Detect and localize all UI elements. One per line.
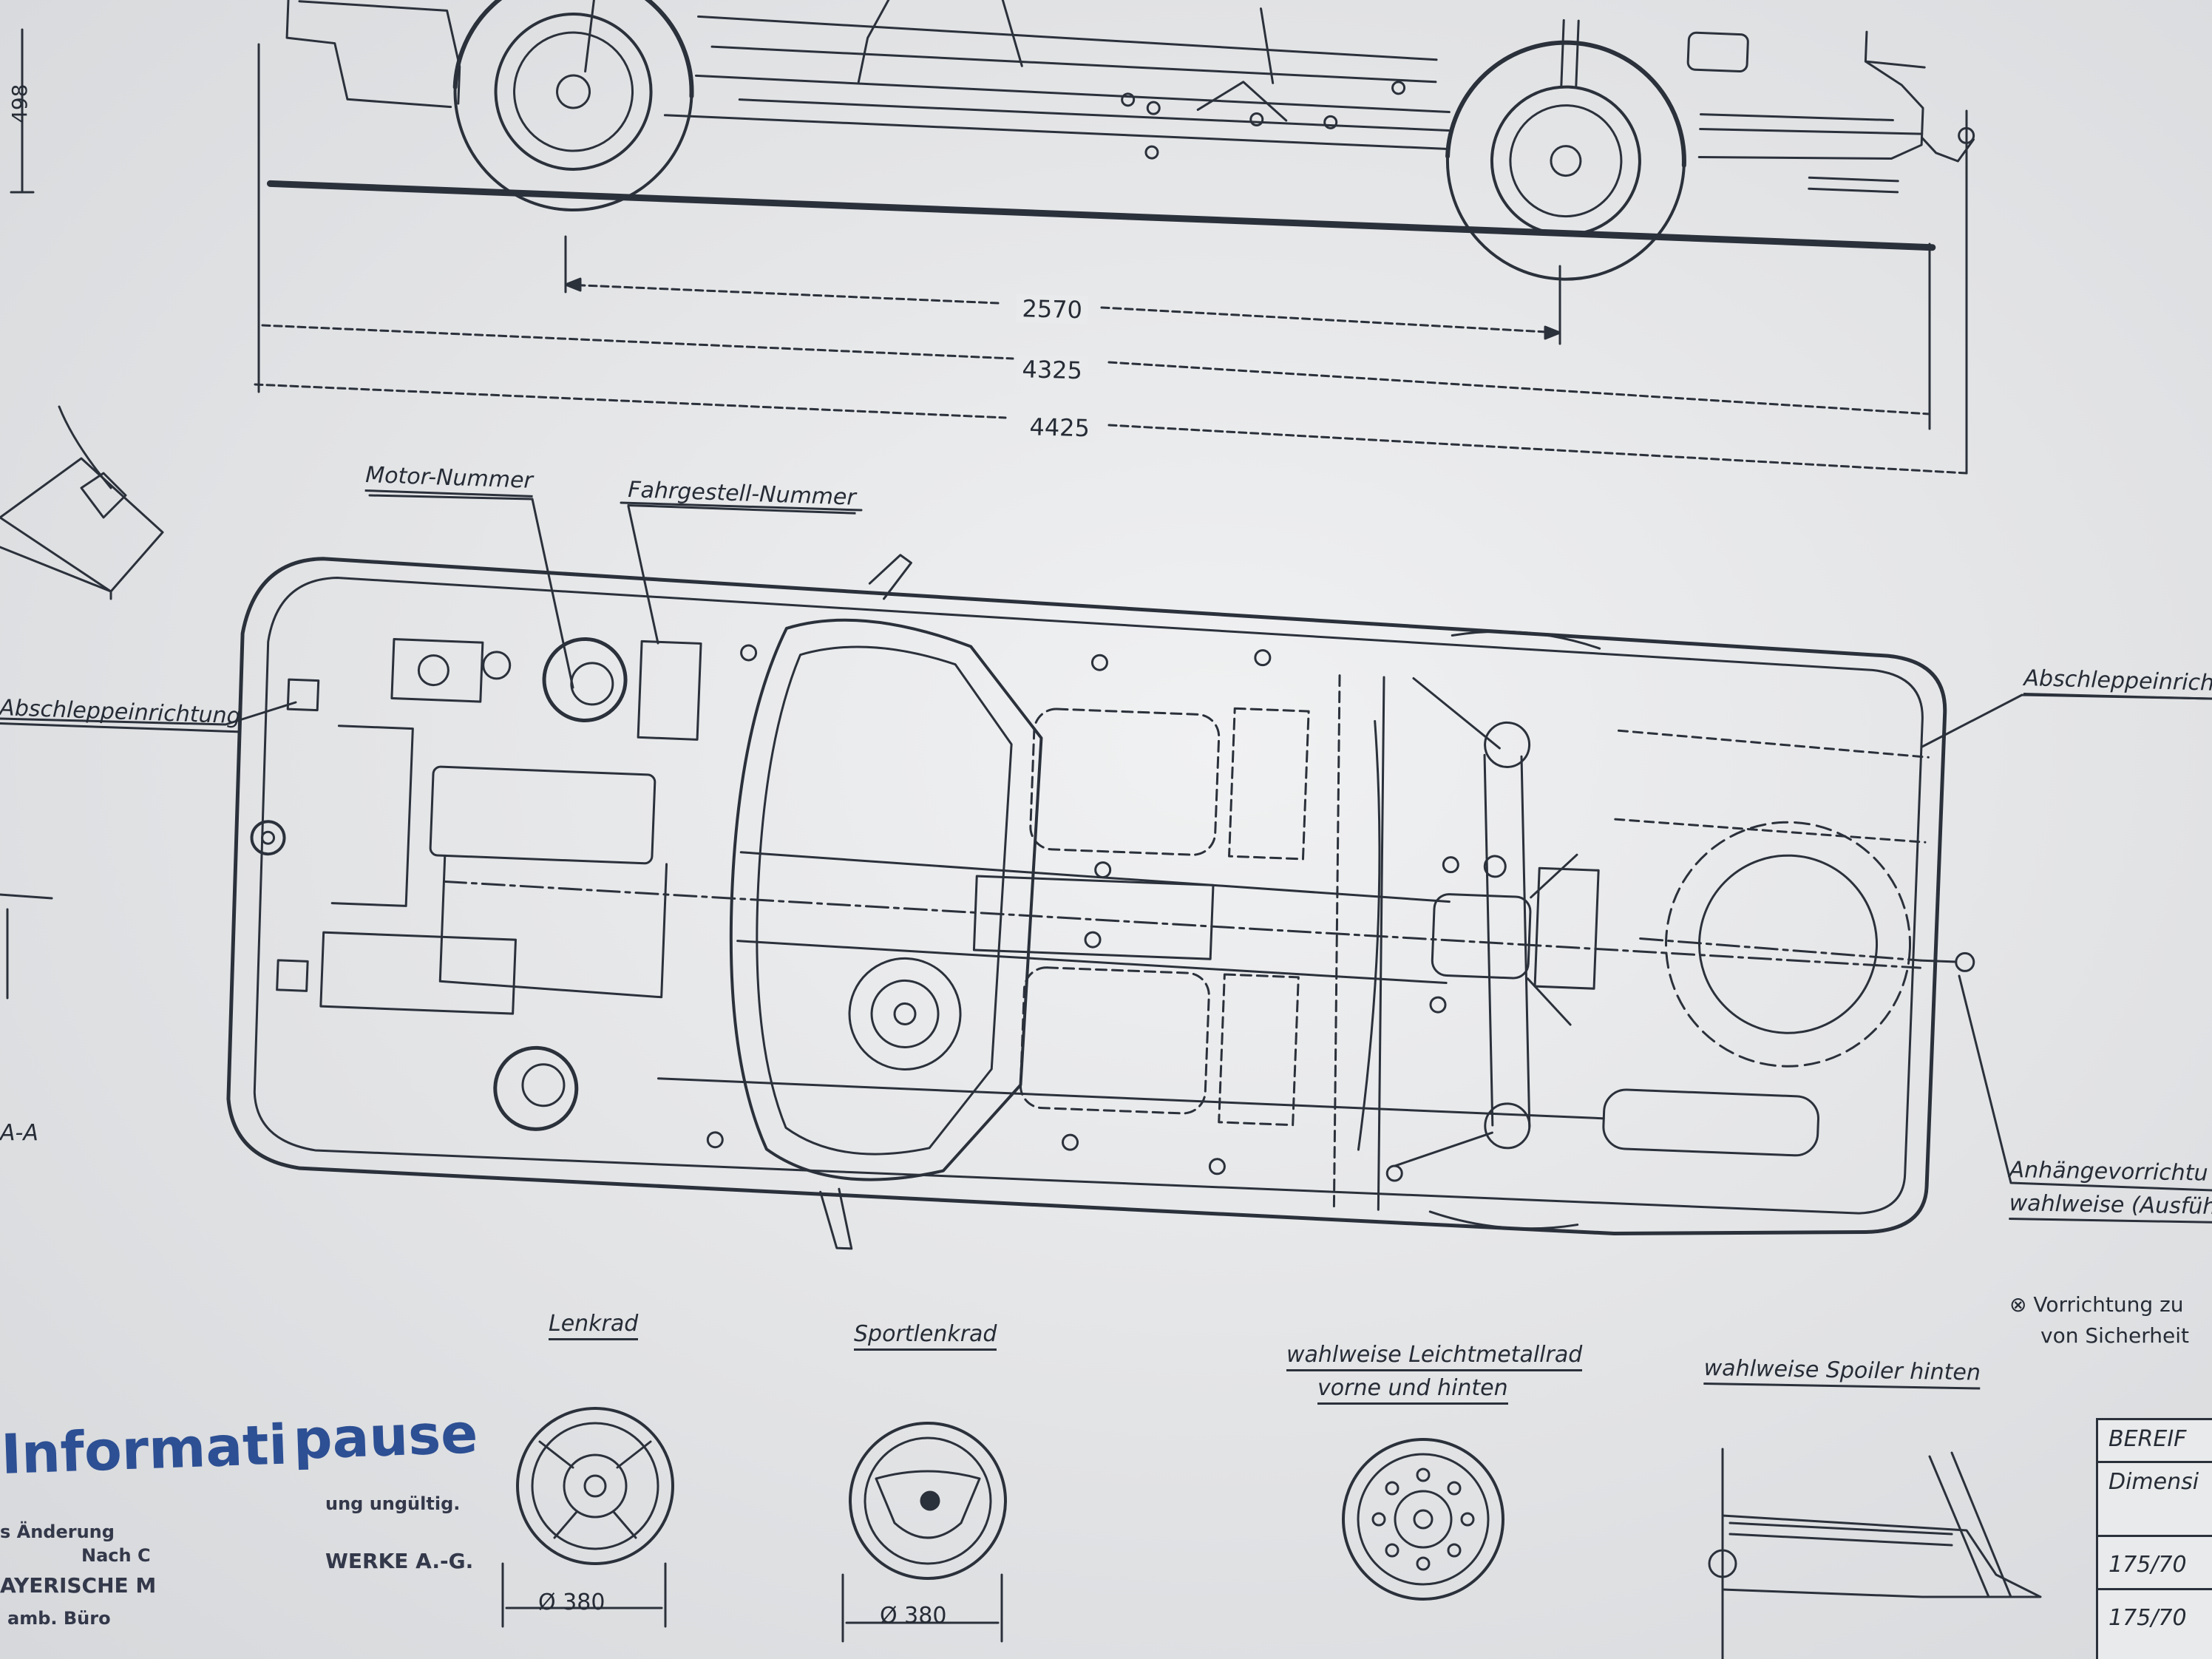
alloy-wheel-drawing	[1342, 1438, 1504, 1601]
gear-shift-detail	[0, 405, 164, 600]
towing-label-right: Abschleppeinricht	[2023, 665, 2212, 701]
stamp-line-4a: AYERISCHE M	[0, 1573, 157, 1598]
tire-table-row: 175/70	[2108, 1605, 2187, 1631]
note-line-1: ⊗ Vorrichtung zu	[2009, 1292, 2184, 1317]
steering-wheel-title: Lenkrad	[549, 1311, 639, 1340]
note-line-2: von Sicherheit	[2040, 1323, 2190, 1348]
stamp-line-1b: pause	[292, 1402, 479, 1472]
sport-steering-wheel-drawing	[841, 1422, 1007, 1643]
tire-table-subheader: Dimensi	[2098, 1463, 2212, 1537]
side-view-car	[266, 0, 1975, 281]
stamp-line-3a: Nach C	[81, 1545, 151, 1566]
leader-lines	[0, 494, 2212, 1192]
dimension-lines	[254, 43, 1968, 475]
stamp-line-2a: s Änderung	[0, 1521, 115, 1542]
total-length-dimension: 4425	[1023, 413, 1096, 443]
steering-wheel-drawing	[501, 1407, 674, 1628]
sport-steering-wheel-diameter: Ø 380	[880, 1603, 947, 1629]
body-length-dimension: 4325	[1016, 355, 1089, 385]
tire-table-row: 175/70	[2098, 1537, 2212, 1590]
motor-number-label: Motor-Nummer	[364, 462, 534, 498]
section-label: A-A	[0, 1120, 38, 1146]
steering-wheel-diameter: Ø 380	[538, 1590, 605, 1615]
rear-spoiler-title: wahlweise Spoiler hinten	[1703, 1355, 1981, 1390]
tire-table: BEREIF Dimensi 175/70 175/70	[2096, 1418, 2212, 1659]
stamp-line-2b: ung ungültig.	[325, 1493, 461, 1514]
trailer-hitch-optional-label: wahlweise (Ausfüh	[2009, 1190, 2212, 1224]
alloy-wheel-title-line1: wahlweise Leichtmetallrad	[1286, 1342, 1583, 1371]
stamp-line-5: amb. Büro	[7, 1608, 111, 1629]
top-view-car	[226, 554, 1975, 1250]
height-dimension: 498	[7, 84, 32, 123]
trailer-hitch-label: Anhängevorrichtu	[2009, 1157, 2208, 1187]
stamp-line-4b: WERKE A.-G.	[325, 1549, 474, 1573]
wheelbase-dimension: 2570	[1016, 294, 1089, 325]
sport-steering-wheel-title: Sportlenkrad	[854, 1321, 997, 1351]
alloy-wheel-title-line2: vorne und hinten	[1317, 1375, 1508, 1405]
tire-table-header: BEREIF	[2098, 1420, 2212, 1463]
stamp-line-1: Informati	[0, 1413, 289, 1487]
rear-spoiler-drawing	[1708, 1448, 2042, 1659]
